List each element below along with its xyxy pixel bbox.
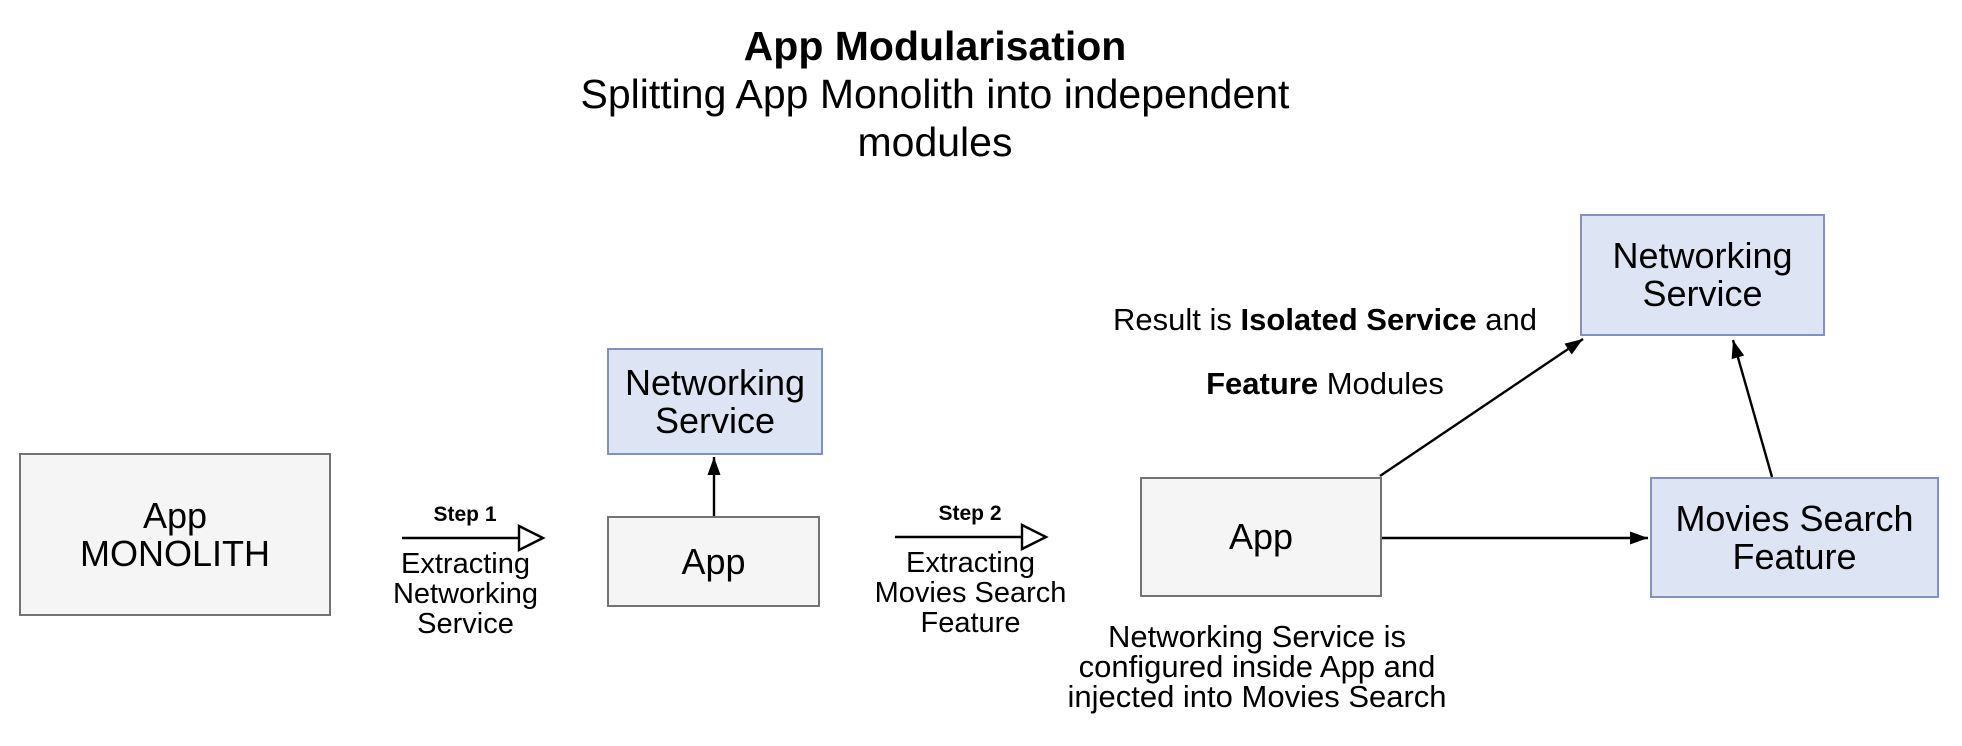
step2-label: Step 2 (938, 502, 1002, 525)
movies-to-networking-arrow (1731, 339, 1774, 478)
movies-search-feature-label: Movies Search Feature (1675, 497, 1914, 577)
step1-label: Step 1 (433, 503, 497, 526)
networking-service-label-stage2: Networking Service (624, 361, 806, 441)
step1-description: Extracting Networking Service (392, 548, 539, 640)
app-box-stage2: App (607, 516, 820, 607)
result-annotation: Result is Isolated Service and Feature M… (1065, 272, 1585, 432)
diagram-header: App Modularisation Splitting App Monolit… (425, 22, 1445, 166)
app-monolith-label: App MONOLITH (79, 494, 270, 574)
result-line2: Feature Modules (1206, 366, 1444, 401)
app-label-stage3: App (1228, 516, 1294, 557)
networking-service-label-stage3: Networking Service (1612, 235, 1793, 314)
networking-service-box-stage2: Networking Service (607, 348, 823, 455)
result-line1: Result is Isolated Service and (1113, 302, 1537, 337)
app-box-stage3: App (1140, 477, 1382, 597)
networking-note: Networking Service is configured inside … (1067, 619, 1447, 714)
app-monolith-box: App MONOLITH (19, 453, 331, 616)
movies-search-feature-box: Movies Search Feature (1650, 477, 1939, 598)
networking-service-box-stage3: Networking Service (1580, 214, 1825, 336)
app-label-stage2: App (681, 540, 746, 582)
step2-description: Extracting Movies Search Feature (874, 547, 1067, 639)
diagram-subtitle: Splitting App Monolith into independent … (580, 71, 1290, 165)
diagram-title: App Modularisation (743, 23, 1127, 69)
